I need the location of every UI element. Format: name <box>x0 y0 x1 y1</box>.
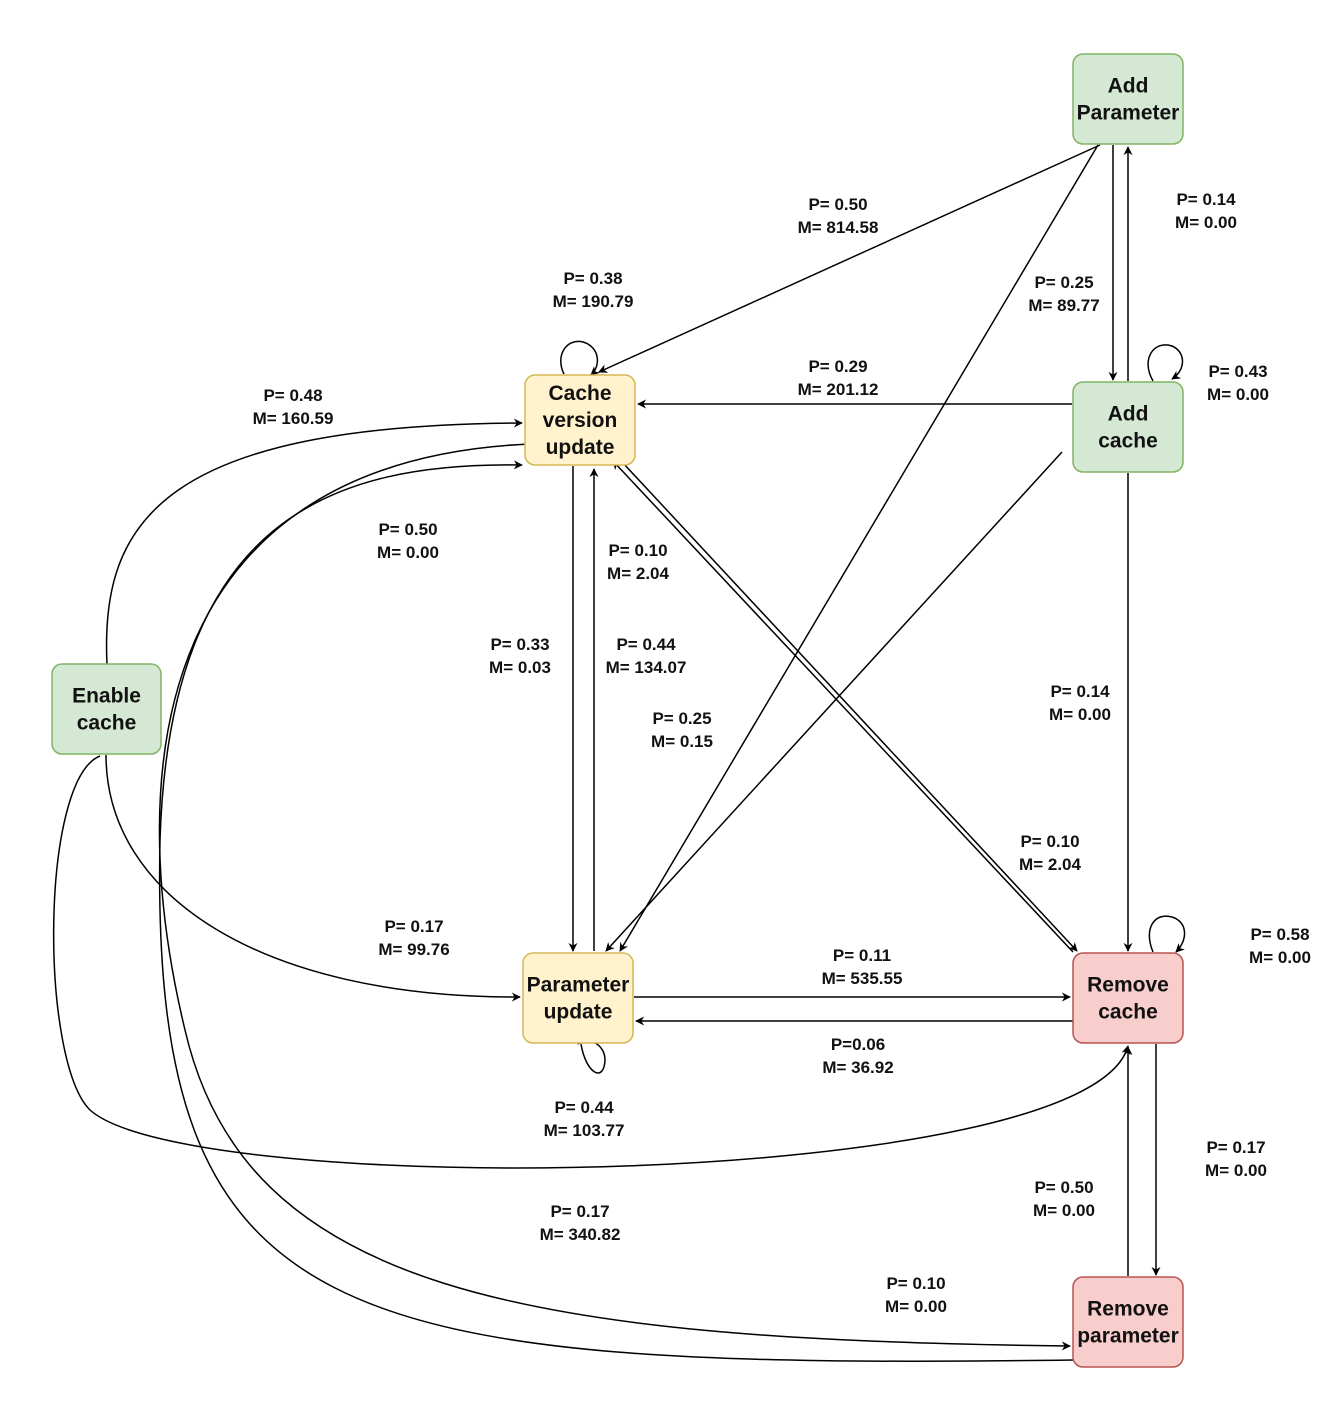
edge-label-e22: M= 0.00 <box>1205 1161 1267 1180</box>
node-label-line: version <box>543 409 618 432</box>
node-box <box>522 952 634 1044</box>
node-label-line: Parameter <box>1077 102 1180 125</box>
edge-label-e12: P= 0.33 <box>490 635 549 654</box>
node-label-line: update <box>544 1001 613 1024</box>
edge-label-e09: M= 190.79 <box>553 292 634 311</box>
edge-label-e23: P= 0.50 <box>1034 1178 1093 1197</box>
edge-label-e14: P= 0.10 <box>608 541 667 560</box>
node-label-line: cache <box>1098 430 1158 453</box>
edge-label-e04: P= 0.14 <box>1176 190 1236 209</box>
node-label-line: cache <box>77 712 137 735</box>
node-box <box>1072 381 1184 473</box>
edge-label-e19: P=0.06 <box>831 1035 885 1054</box>
edge-label-e15: M= 2.04 <box>1019 855 1081 874</box>
edge-label-e07: P= 0.25 <box>652 709 711 728</box>
node-label-line: Parameter <box>527 974 630 997</box>
edge-label-e16: P= 0.17 <box>384 917 443 936</box>
edge-label-e01: P= 0.50 <box>808 195 867 214</box>
node-remove-parameter[interactable]: Remove parameter <box>1072 1276 1184 1368</box>
edge-label-e08: P= 0.14 <box>1050 682 1110 701</box>
edge-label-e05: P= 0.43 <box>1208 362 1267 381</box>
edge-label-e17: M= 103.77 <box>544 1121 625 1140</box>
edge-label-e24: P= 0.10 <box>886 1274 945 1293</box>
edge-label-e04: M= 0.00 <box>1175 213 1237 232</box>
edge-label-e20: P= 0.58 <box>1250 925 1309 944</box>
node-label-line: Add <box>1108 403 1149 426</box>
edge-label-e18: M= 535.55 <box>822 969 903 988</box>
edge-remove-cache-to-cache-version-update <box>612 460 1074 953</box>
edge-label-e11: P= 0.50 <box>378 520 437 539</box>
node-box <box>51 663 162 755</box>
node-label-line: cache <box>1098 1001 1158 1024</box>
edge-label-e23: M= 0.00 <box>1033 1201 1095 1220</box>
edge-label-e12: M= 0.03 <box>489 658 551 677</box>
node-add-cache[interactable]: Add cache <box>1072 381 1184 473</box>
edge-cache-version-update-to-remove-cache <box>622 462 1078 952</box>
node-parameter-update[interactable]: Parameter update <box>522 952 634 1044</box>
edge-label-e14: M= 2.04 <box>607 564 669 583</box>
edge-remove-parameter-to-cache-version-update <box>158 460 1074 1362</box>
edge-label-e06: P= 0.29 <box>808 357 867 376</box>
edge-label-e15: P= 0.10 <box>1020 832 1079 851</box>
node-label-line: Remove <box>1087 974 1169 997</box>
node-cache-version-update[interactable]: Cache version update <box>524 374 636 466</box>
node-box <box>1072 53 1184 145</box>
node-label-line: Cache <box>548 382 611 405</box>
node-label-line: update <box>546 436 615 459</box>
edge-cache-version-update-to-cache-version-update <box>560 340 601 376</box>
edge-label-e24: M= 0.00 <box>885 1297 947 1316</box>
node-label-line: Add <box>1108 75 1149 98</box>
node-label-line: parameter <box>1077 1325 1179 1348</box>
node-label-line: Remove <box>1087 1298 1169 1321</box>
edge-add-cache-to-parameter-update <box>605 451 1063 952</box>
edge-enable-cache-to-remove-cache <box>52 755 1131 1169</box>
node-box <box>1072 952 1184 1044</box>
nodes-layer: AddParameterAddcacheEnablecacheCachevers… <box>51 53 1184 1368</box>
edge-label-e16: M= 99.76 <box>378 940 449 959</box>
edge-label-e01: M= 814.58 <box>798 218 879 237</box>
edge-label-e08: M= 0.00 <box>1049 705 1111 724</box>
edge-label-e05: M= 0.00 <box>1207 385 1269 404</box>
edge-label-e21: P= 0.17 <box>550 1202 609 1221</box>
edge-add-cache-to-add-cache <box>1147 344 1184 382</box>
edge-label-e13: P= 0.44 <box>616 635 676 654</box>
node-box <box>1072 1276 1184 1368</box>
node-enable-cache[interactable]: Enable cache <box>51 663 162 755</box>
edge-label-e11: M= 0.00 <box>377 543 439 562</box>
edge-add-parameter-to-parameter-update <box>619 144 1099 952</box>
edge-enable-cache-to-cache-version-update <box>105 418 523 665</box>
edge-label-e21: M= 340.82 <box>540 1225 621 1244</box>
edge-label-e18: P= 0.11 <box>833 946 891 965</box>
edge-label-e10: P= 0.48 <box>263 386 322 405</box>
edge-label-e19: M= 36.92 <box>822 1058 893 1077</box>
edge-parameter-update-to-parameter-update <box>577 1035 606 1074</box>
edge-labels-layer: P= 0.50M= 814.58P= 0.25M= 89.77P= 0.14M=… <box>253 190 1311 1316</box>
edge-label-e10: M= 160.59 <box>253 409 334 428</box>
edges-layer <box>52 144 1186 1362</box>
edge-label-e06: M= 201.12 <box>798 380 879 399</box>
node-label-line: Enable <box>72 685 141 708</box>
edge-label-e09: P= 0.38 <box>563 269 622 288</box>
edge-label-e20: M= 0.00 <box>1249 948 1311 967</box>
edge-add-parameter-to-cache-version-update <box>598 144 1101 373</box>
node-box <box>524 374 636 466</box>
edge-label-e02: P= 0.25 <box>1034 273 1093 292</box>
node-remove-cache[interactable]: Remove cache <box>1072 952 1184 1044</box>
edge-label-e13: M= 134.07 <box>606 658 687 677</box>
edge-enable-cache-to-parameter-update <box>105 754 521 1002</box>
edge-label-e17: P= 0.44 <box>554 1098 614 1117</box>
edge-label-e02: M= 89.77 <box>1028 296 1099 315</box>
edge-remove-cache-to-remove-cache <box>1148 915 1186 953</box>
edge-cache-version-update-to-remove-parameter <box>158 443 1071 1351</box>
edge-label-e07: M= 0.15 <box>651 732 713 751</box>
edge-label-e22: P= 0.17 <box>1206 1138 1265 1157</box>
